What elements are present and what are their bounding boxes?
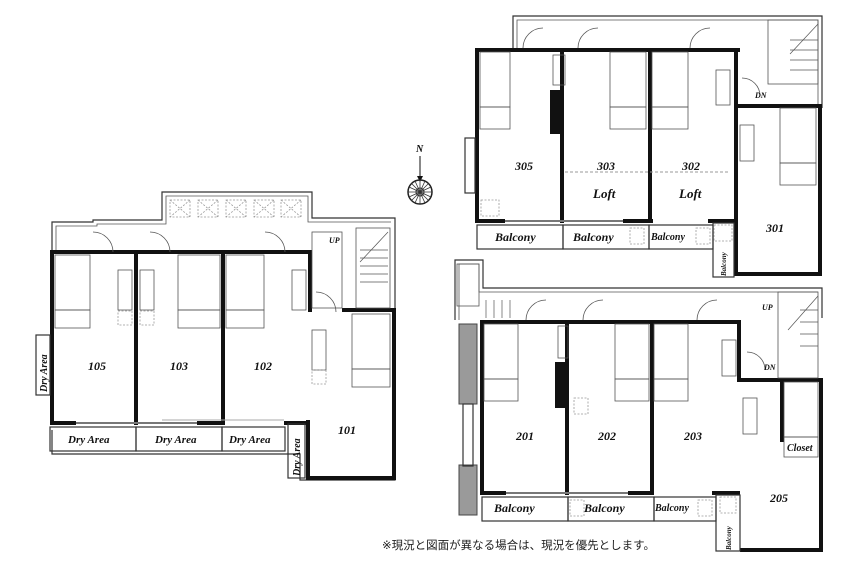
closet-label: Closet <box>787 443 814 454</box>
dry-area-label: Dry Area <box>67 434 110 446</box>
room-301-label: 301 <box>765 221 784 235</box>
room-303-label: 303 <box>596 159 615 173</box>
room-302-loft-label: Loft <box>678 186 702 201</box>
balcony-label: Balcony <box>583 501 625 515</box>
balcony-label: Balcony <box>493 501 535 515</box>
footnote: ※現況と図面が異なる場合は、現況を優先とします。 <box>382 538 655 552</box>
dry-area-label: Dry Area <box>228 434 271 446</box>
stair-up-label: UP <box>762 303 773 312</box>
room-303-loft-label: Loft <box>592 186 616 201</box>
dry-area-label: Dry Area <box>154 434 197 446</box>
room-205-label: 205 <box>769 491 788 505</box>
room-302-label: 302 <box>681 159 700 173</box>
room-102-label: 102 <box>254 359 272 373</box>
balcony-label: Balcony <box>572 230 614 244</box>
room-203-label: 203 <box>683 429 702 443</box>
room-305-label: 305 <box>514 159 533 173</box>
stair-down-label: DN <box>763 363 777 372</box>
balcony-label: Balcony <box>650 232 685 243</box>
room-103-label: 103 <box>170 359 188 373</box>
room-101-label: 101 <box>338 423 356 437</box>
dry-area-label: Dry Area <box>39 354 50 393</box>
floor-2-plan: 201 202 203 205 Closet Balcony Balcony B… <box>454 259 823 552</box>
stair-down-label: DN <box>754 91 768 100</box>
balcony-label: Balcony <box>654 503 689 514</box>
stair-up-label: UP <box>329 236 340 245</box>
room-201-label: 201 <box>515 429 534 443</box>
room-105-label: 105 <box>88 359 106 373</box>
dry-area-label: Dry Area <box>292 438 303 477</box>
balcony-label: Balcony <box>725 525 733 551</box>
floor-3-plan: 305 303 Loft 302 Loft 301 Balcony Balcon… <box>464 15 823 278</box>
compass-rose-icon <box>407 156 433 205</box>
room-202-label: 202 <box>597 429 616 443</box>
floor-1-plan: 105 103 102 101 Dry Area Dry Area Dry Ar… <box>35 191 396 481</box>
balcony-label: Balcony <box>720 251 728 277</box>
compass-north-label: N <box>415 144 424 155</box>
balcony-label: Balcony <box>494 230 536 244</box>
